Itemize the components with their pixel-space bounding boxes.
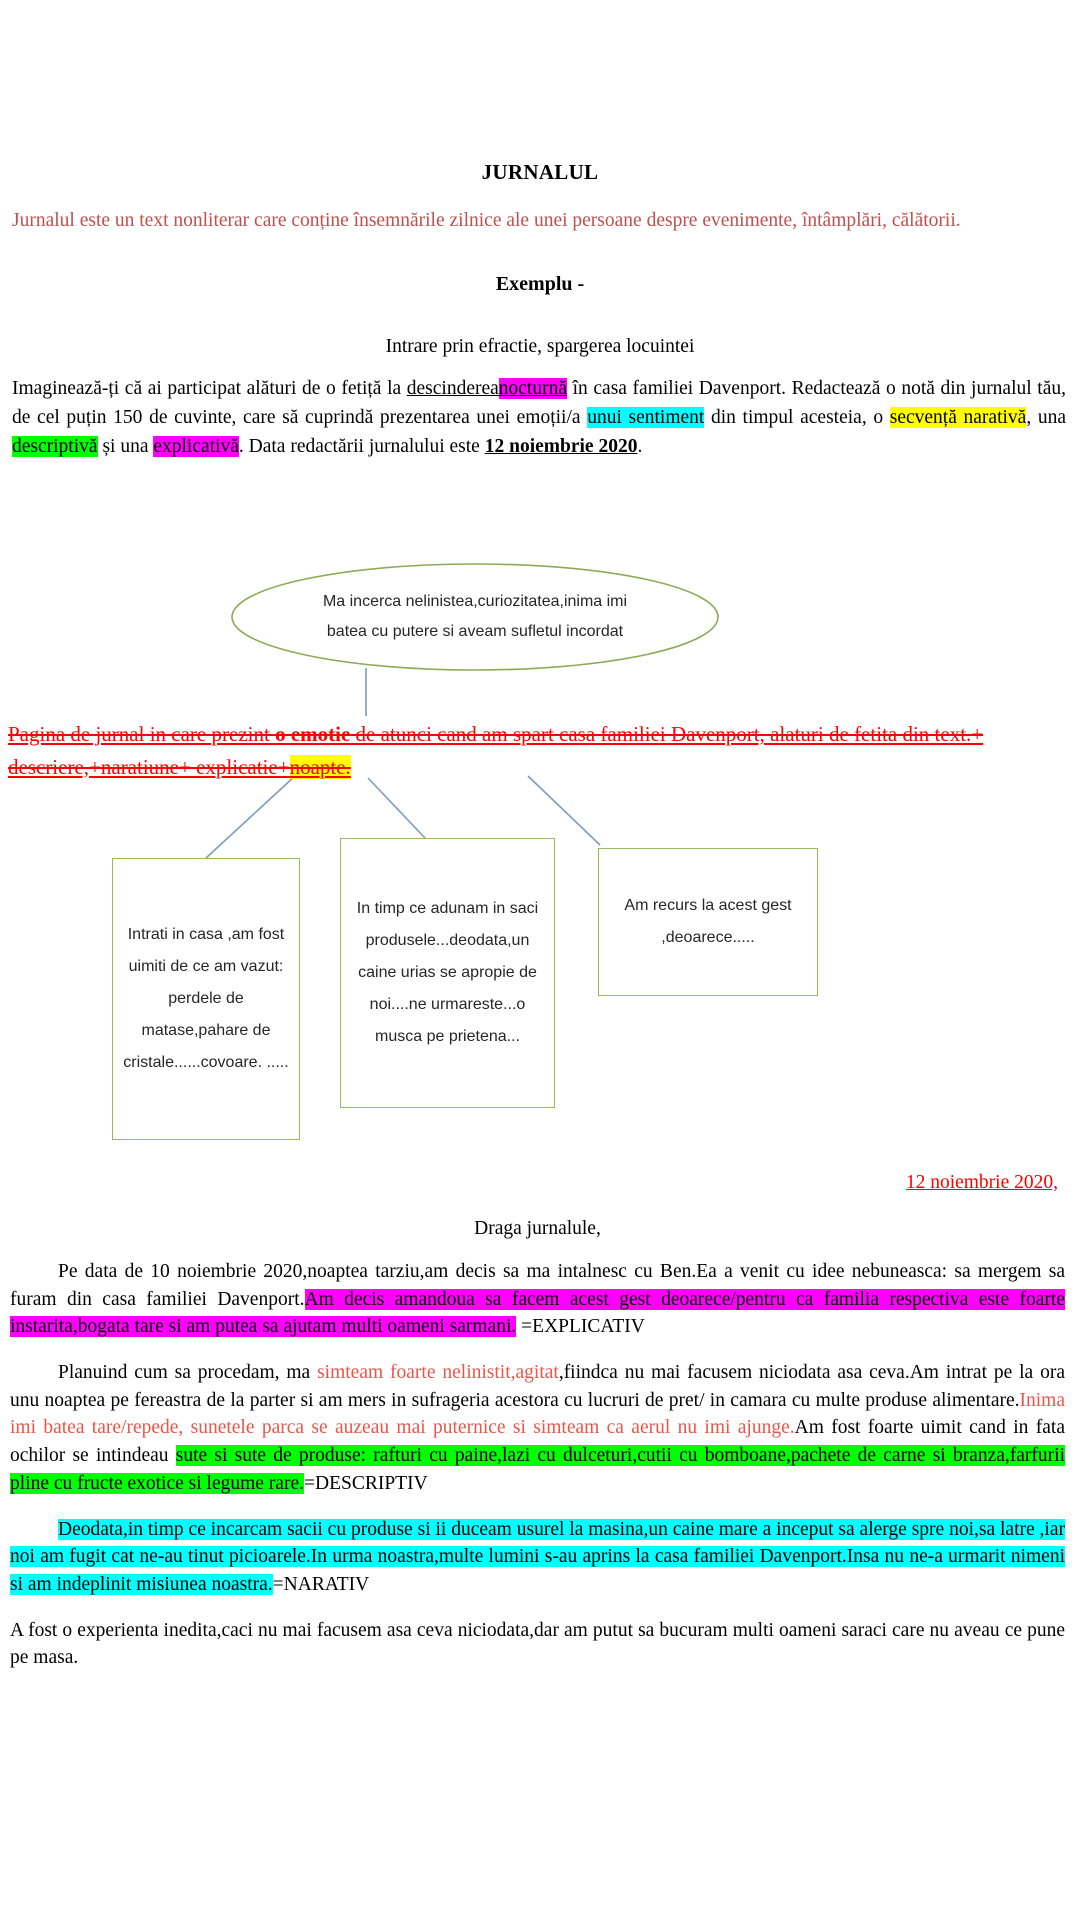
page-title: JURNALUL — [481, 160, 599, 184]
ellipse-text: Ma incerca nelinistea,curiozitatea,inima… — [230, 562, 720, 672]
ellipse-shape — [231, 563, 719, 671]
p2-plain-a: Planuind cum sa procedam, ma — [58, 1362, 318, 1384]
document-content: JURNALUL Jurnalul este un text nonlitera… — [10, 0, 1070, 461]
task-subtitle: Intrare prin efractie, spargerea locuint… — [385, 335, 695, 357]
journal-salutation: Draga jurnalule, — [474, 1218, 601, 1239]
p2-red-emotion-1: simteam foarte nelinistit,agitat — [317, 1362, 559, 1384]
instr-date-bold: 12 noiembrie 2020 — [484, 436, 638, 458]
idea-box-2-text: In timp ce adunam in saci produsele...de… — [356, 900, 539, 1045]
idea-box-1: Intrati in casa ,am fost uimiti de ce am… — [112, 858, 300, 1140]
ellipse-line-1: Ma incerca nelinistea,curiozitatea,inima… — [322, 593, 628, 611]
p2-plain-c: Am fost foarte uimit cand in fata ochilo… — [10, 1417, 1065, 1467]
red-strikethrough-note: Pagina de jurnal in care prezint o emoti… — [8, 718, 1053, 783]
strike-part-1: Pagina de jurnal in care prezint — [8, 722, 276, 746]
journal-paragraph-4: A fost o experienta inedita,caci nu mai … — [10, 1619, 1065, 1669]
instr-highlight-explicativa: explicativă — [153, 436, 239, 458]
intro-paragraph: Jurnalul este un text nonliterar care co… — [12, 210, 961, 231]
instr-highlight-narativa: secvență narativă — [889, 406, 1027, 428]
instr-seg-6: din timpul acesteia, o — [704, 406, 890, 428]
p2-plain-b: ,fiindca nu mai facusem niciodata asa ce… — [10, 1362, 1065, 1411]
instr-seg-12: . Data redactării jurnalului este — [238, 436, 485, 458]
journal-entry: Draga jurnalule, Pe data de 10 noiembrie… — [10, 1218, 1065, 1672]
p3-tag: =NARATIV — [272, 1573, 370, 1595]
idea-box-2: In timp ce adunam in saci produsele...de… — [340, 838, 555, 1108]
instr-seg-10: și una — [97, 436, 154, 458]
connector-strike-to-box3 — [527, 775, 601, 846]
instr-seg-4: în casa familiei Davenport. Redactează o… — [12, 377, 1066, 428]
p1-tag: =EXPLICATIV — [516, 1316, 645, 1338]
strike-highlight-noapte: noapte. — [289, 754, 351, 779]
instr-highlight-sentiment: unui sentiment — [587, 406, 705, 428]
idea-box-1-text: Intrati in casa ,am fost uimiti de ce am… — [123, 926, 289, 1071]
idea-box-3-text: Am recurs la acest gest ,deoarece..... — [624, 897, 792, 946]
journal-date: 12 noiembrie 2020, — [905, 1172, 1058, 1193]
instr-underline-descinderea: descinderea — [406, 377, 499, 399]
journal-paragraph-1: Pe data de 10 noiembrie 2020,noaptea tar… — [10, 1258, 1065, 1341]
example-label: Exemplu - — [495, 272, 585, 295]
strike-emotie-bold: o emotie — [275, 722, 351, 746]
emotion-ellipse: Ma incerca nelinistea,curiozitatea,inima… — [230, 562, 720, 672]
connector-strike-to-box2 — [367, 777, 426, 839]
instr-seg-8: , una — [1026, 406, 1067, 428]
idea-box-3: Am recurs la acest gest ,deoarece..... — [598, 848, 818, 996]
instr-highlight-descriptiva: descriptivă — [12, 436, 98, 458]
strike-part-3: de atunci cand am spart casa familiei Da… — [8, 722, 984, 779]
p3-highlight-narativ: Deodata,in timp ce incarcam sacii cu pro… — [10, 1518, 1065, 1595]
ellipse-line-2: batea cu putere si aveam sufletul incord… — [326, 623, 624, 640]
p2-red-emotion-2: Inima imi batea tare/repede, sunetele pa… — [10, 1389, 1065, 1439]
connector-strike-to-box1 — [205, 775, 296, 859]
instruction-paragraph: Imaginează-ți că ai participat alături d… — [10, 374, 1070, 462]
p2-tag: =DESCRIPTIV — [304, 1472, 428, 1494]
p1-plain: Pe data de 10 noiembrie 2020,noaptea tar… — [10, 1261, 1065, 1310]
instr-seg-1: Imaginează-ți că ai participat alături d… — [12, 377, 407, 399]
journal-paragraph-3: Deodata,in timp ce incarcam sacii cu pro… — [10, 1516, 1065, 1599]
journal-paragraph-2: Planuind cum sa procedam, ma simteam foa… — [10, 1359, 1065, 1497]
instr-seg-14: . — [637, 436, 643, 458]
instr-highlight-nocturna: nocturnă — [498, 377, 568, 399]
